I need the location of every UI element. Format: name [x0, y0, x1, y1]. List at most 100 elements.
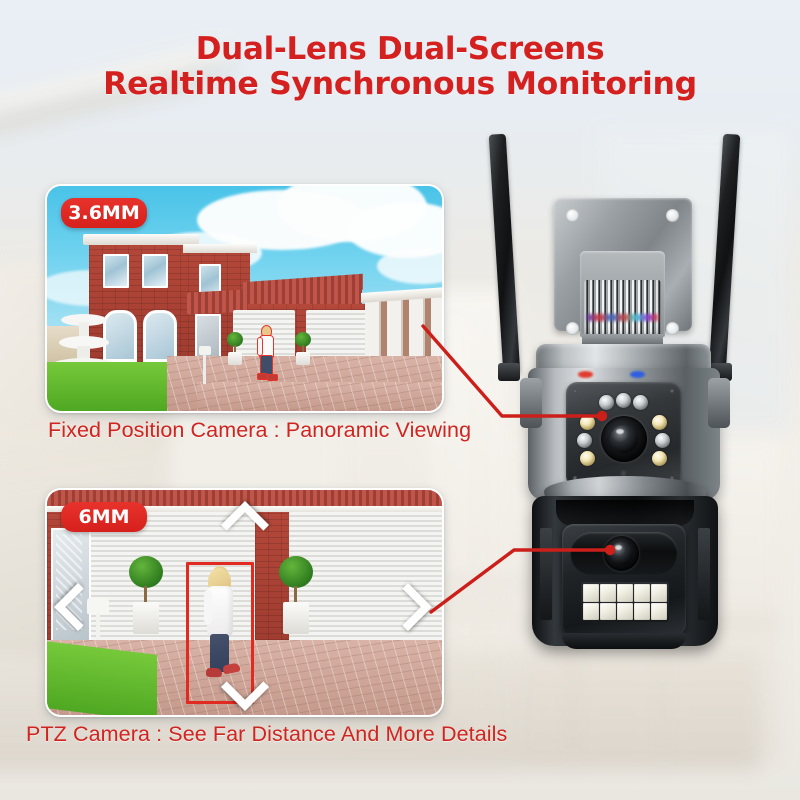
connector-line-ptz	[429, 544, 616, 614]
roller-door-right	[289, 512, 442, 652]
floodlight-led	[651, 584, 667, 602]
headline-line-1: Dual-Lens Dual-Screens	[195, 31, 605, 67]
floodlight-led	[634, 602, 650, 620]
product-camera-device	[470, 128, 790, 698]
plate-screw	[670, 389, 674, 393]
mailbox	[199, 346, 211, 355]
topiary	[279, 556, 313, 588]
topiary	[295, 332, 311, 347]
antenna-hinge-left	[498, 363, 520, 381]
driveway-lower	[197, 382, 442, 411]
floodlight-led	[583, 584, 599, 602]
ptz-shell-inner-shadow	[556, 500, 694, 526]
scene-ptz-zoom-view	[47, 490, 442, 715]
ptz-control-pan-down[interactable]	[220, 662, 270, 712]
floodlight-led	[600, 602, 616, 620]
fountain-top	[61, 314, 107, 326]
white-led	[655, 433, 670, 448]
house-eave	[83, 234, 199, 245]
heatsink-light-reflection	[587, 314, 658, 321]
body-side-wing-right	[708, 378, 730, 428]
caption-ptz-camera: PTZ Camera : See Far Distance And More D…	[26, 722, 508, 746]
scene-panoramic-view	[47, 186, 442, 411]
white-led	[652, 415, 667, 430]
caption-fixed-camera: Fixed Position Camera : Panoramic Viewin…	[48, 418, 472, 442]
badge-focal-length-3-6mm: 3.6MM	[61, 198, 147, 228]
topiary-stem	[234, 345, 236, 354]
preview-panel-ptz-camera[interactable]: 6MM	[45, 488, 444, 717]
lawn	[47, 641, 157, 715]
planter	[133, 602, 159, 634]
preview-panel-fixed-camera[interactable]: 3.6MM	[45, 184, 444, 413]
bay-window	[103, 310, 137, 362]
headline: Dual-Lens Dual-Screens Realtime Synchron…	[0, 32, 800, 102]
badge-label: 6MM	[78, 506, 130, 528]
status-led-blue	[630, 371, 645, 378]
floodlight-led	[617, 602, 633, 620]
fountain-bowl	[59, 336, 109, 349]
headline-line-2: Realtime Synchronous Monitoring	[103, 65, 697, 102]
mount-screw-hole	[666, 209, 679, 222]
topiary-stem	[302, 345, 304, 354]
plate-screw	[573, 389, 577, 393]
lens-highlight	[616, 429, 624, 434]
detected-person-outline	[253, 325, 279, 387]
fountain-stem	[79, 322, 89, 340]
ptz-camera-module	[562, 524, 686, 636]
door-screen	[56, 534, 82, 630]
topiary	[227, 332, 243, 347]
floodlight-led	[600, 584, 616, 602]
topiary-stem	[144, 586, 147, 604]
ir-led	[616, 393, 631, 408]
fixed-camera-module	[566, 382, 681, 487]
badge-label: 3.6MM	[68, 202, 140, 224]
window	[142, 254, 168, 288]
white-led	[580, 451, 595, 466]
cloud	[377, 248, 442, 284]
floodlight-led-array	[581, 582, 669, 622]
plate-screw	[573, 476, 577, 480]
lens-glass	[610, 425, 638, 453]
topiary-stem	[294, 586, 297, 604]
ir-led	[599, 395, 614, 410]
ptz-side-rib-right	[698, 528, 710, 620]
white-led	[652, 451, 667, 466]
white-led	[580, 415, 595, 430]
connector-line-fixed	[421, 324, 608, 422]
mount-screw-hole	[566, 209, 579, 222]
floodlight-led	[651, 602, 667, 620]
ptz-control-pan-right[interactable]	[383, 582, 433, 632]
lens-highlight	[615, 545, 622, 550]
floodlight-led	[617, 584, 633, 602]
ptz-bottom-bezel	[562, 633, 686, 649]
window	[103, 254, 129, 288]
mount-screw-hole	[566, 322, 579, 335]
roofline	[47, 490, 442, 508]
planter	[228, 352, 242, 365]
antenna-right	[708, 133, 741, 375]
floodlight-led	[634, 584, 650, 602]
ptz-camera-lens	[604, 536, 639, 571]
detected-person	[199, 566, 243, 688]
light-sensor	[619, 469, 628, 478]
house-wing-eave	[183, 244, 257, 253]
ptz-control-pan-left[interactable]	[53, 582, 103, 632]
badge-focal-length-6mm: 6MM	[61, 502, 147, 532]
fixed-camera-lens	[601, 416, 647, 462]
mailbox	[87, 598, 109, 614]
floodlight-led	[583, 602, 599, 620]
detection-bounding-box	[186, 562, 254, 704]
fascia	[47, 506, 442, 513]
ptz-control-pan-up[interactable]	[220, 500, 270, 550]
planter	[296, 352, 310, 365]
heatsink-fins	[584, 280, 661, 342]
topiary	[129, 556, 163, 588]
ptz-lens-housing	[570, 532, 678, 575]
white-led	[577, 433, 592, 448]
mailbox-post	[203, 354, 206, 384]
bay-window	[143, 310, 177, 362]
planter	[283, 602, 309, 634]
status-led-red	[578, 371, 593, 378]
ir-led	[633, 395, 648, 410]
